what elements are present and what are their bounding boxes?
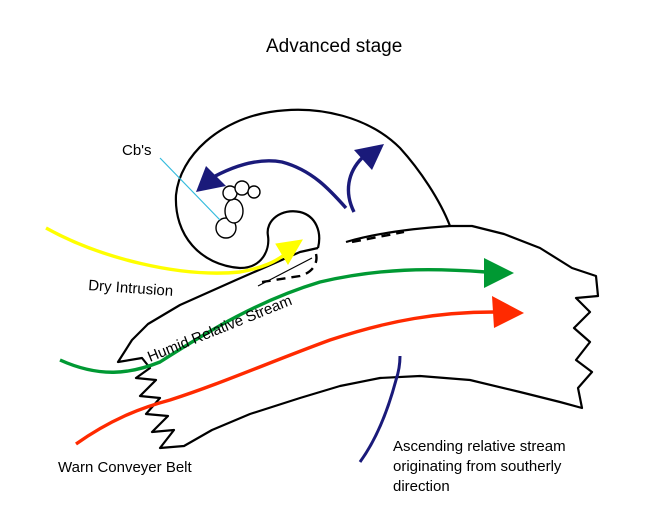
ascending-arrowhead-left bbox=[196, 166, 226, 192]
ascending-stream-origin bbox=[358, 355, 402, 463]
dashed-boundary-upper bbox=[351, 230, 405, 244]
cloud-head-outline bbox=[174, 108, 452, 270]
dry-intrusion-boundary bbox=[257, 257, 313, 287]
humid-stream-arrowhead bbox=[484, 258, 514, 288]
warm-belt-label: Warn Conveyer Belt bbox=[58, 459, 192, 476]
dry-intrusion-label: Dry Intrusion bbox=[88, 277, 174, 300]
ascending-label-line2: originating from southerly bbox=[393, 458, 562, 475]
warm-belt-arrow bbox=[75, 310, 495, 446]
dry-intrusion-arrowhead bbox=[275, 239, 303, 265]
stream-body-outline bbox=[116, 224, 600, 450]
cb-cells bbox=[215, 180, 261, 239]
ascending-stream-head-arrow bbox=[207, 159, 348, 210]
warm-belt-arrowhead bbox=[492, 296, 524, 328]
ascending-label-line3: direction bbox=[393, 478, 450, 495]
dashed-boundary-left bbox=[261, 253, 318, 284]
diagram-title: Advanced stage bbox=[266, 36, 402, 57]
humid-stream-label: Humid Relative Stream bbox=[145, 292, 294, 366]
ascending-stream-up-arrow bbox=[346, 156, 364, 213]
cbs-label: Cb's bbox=[122, 142, 152, 159]
dry-intrusion-arrow bbox=[45, 226, 290, 275]
humid-stream-arrow bbox=[59, 268, 487, 374]
ascending-arrowhead-up bbox=[354, 144, 384, 170]
cbs-leader-line bbox=[159, 157, 221, 221]
ascending-label-line1: Ascending relative stream bbox=[393, 438, 566, 455]
